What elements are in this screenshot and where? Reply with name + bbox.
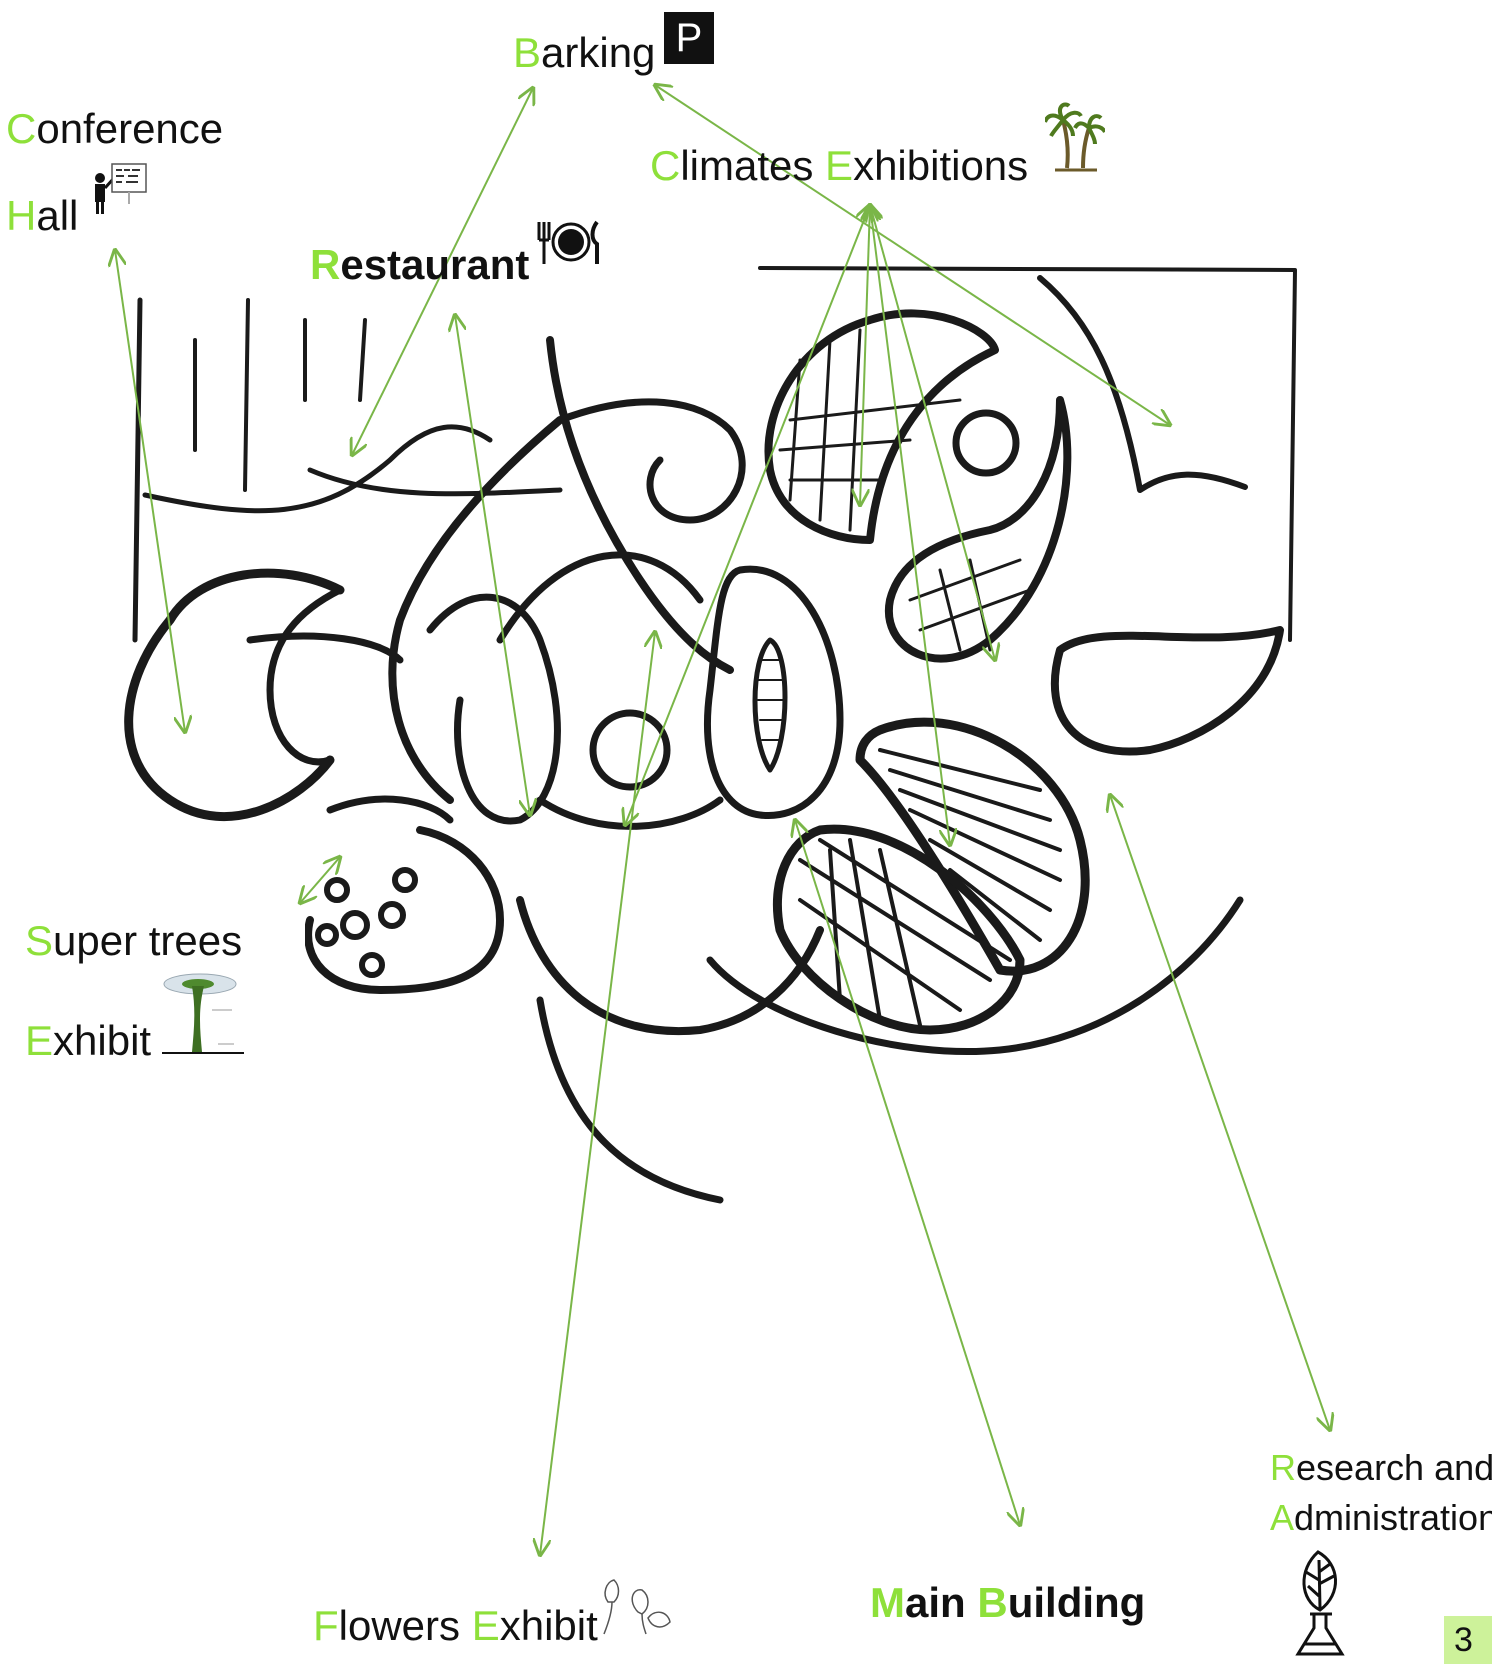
sketch-stroke: [135, 300, 140, 640]
exhibit-label: Exhibit: [25, 1020, 151, 1062]
sketch-stroke: [245, 300, 248, 490]
parking-icon: P: [664, 12, 714, 64]
sketch-circle: [381, 904, 403, 926]
arrow-research: [1110, 795, 1330, 1430]
barking-label: Barking: [513, 32, 655, 74]
sketch-stroke: [360, 320, 365, 400]
sketch-stroke: [910, 560, 1030, 650]
hall-label: Hall: [6, 195, 78, 237]
sketch-circle: [318, 926, 336, 944]
climates-exhibitions-label: Climates Exhibitions: [650, 145, 1028, 187]
arrow-climates-1: [860, 205, 870, 505]
research-label: Research and: [1270, 1450, 1492, 1486]
plant-flask-icon: [1290, 1550, 1350, 1660]
presenter-icon: [90, 160, 150, 220]
sketch-circle: [362, 955, 382, 975]
arrow-restaurant-loop: [455, 315, 530, 815]
flowers-icon: [598, 1572, 673, 1637]
sketch-circle: [593, 713, 667, 787]
sketch-stroke: [330, 799, 450, 820]
sketch-stroke: [1055, 630, 1280, 752]
palm-trees-icon: [1045, 100, 1105, 175]
parking-icon-letter: P: [676, 16, 703, 60]
restaurant-label: Restaurant: [310, 244, 529, 286]
sketch-circle: [395, 870, 415, 890]
sketch-stroke: [550, 340, 730, 670]
super-trees-label: Super trees: [25, 920, 242, 962]
sketch-stroke: [392, 420, 560, 800]
sketch-stroke: [560, 402, 742, 520]
flowers-exhibit-label: Flowers Exhibit: [313, 1605, 598, 1647]
sketch-stroke: [707, 569, 840, 815]
sketch-stroke: [889, 400, 1067, 659]
sketch-circle: [956, 413, 1016, 473]
page-number: 3: [1444, 1616, 1492, 1664]
arrow-conference-swirl: [115, 250, 185, 732]
supertree-icon: [162, 970, 244, 1055]
administration-label: Administration: [1270, 1500, 1492, 1536]
main-building-label: Main Building: [870, 1582, 1145, 1624]
sketch-stroke: [270, 590, 340, 762]
conference-label: Conference: [6, 108, 223, 150]
sketch-stroke: [430, 597, 557, 821]
sketch-stroke: [760, 268, 1295, 640]
plate-cutlery-icon: [535, 218, 605, 268]
sketch-circle: [343, 913, 367, 937]
sketch-circle: [327, 880, 347, 900]
